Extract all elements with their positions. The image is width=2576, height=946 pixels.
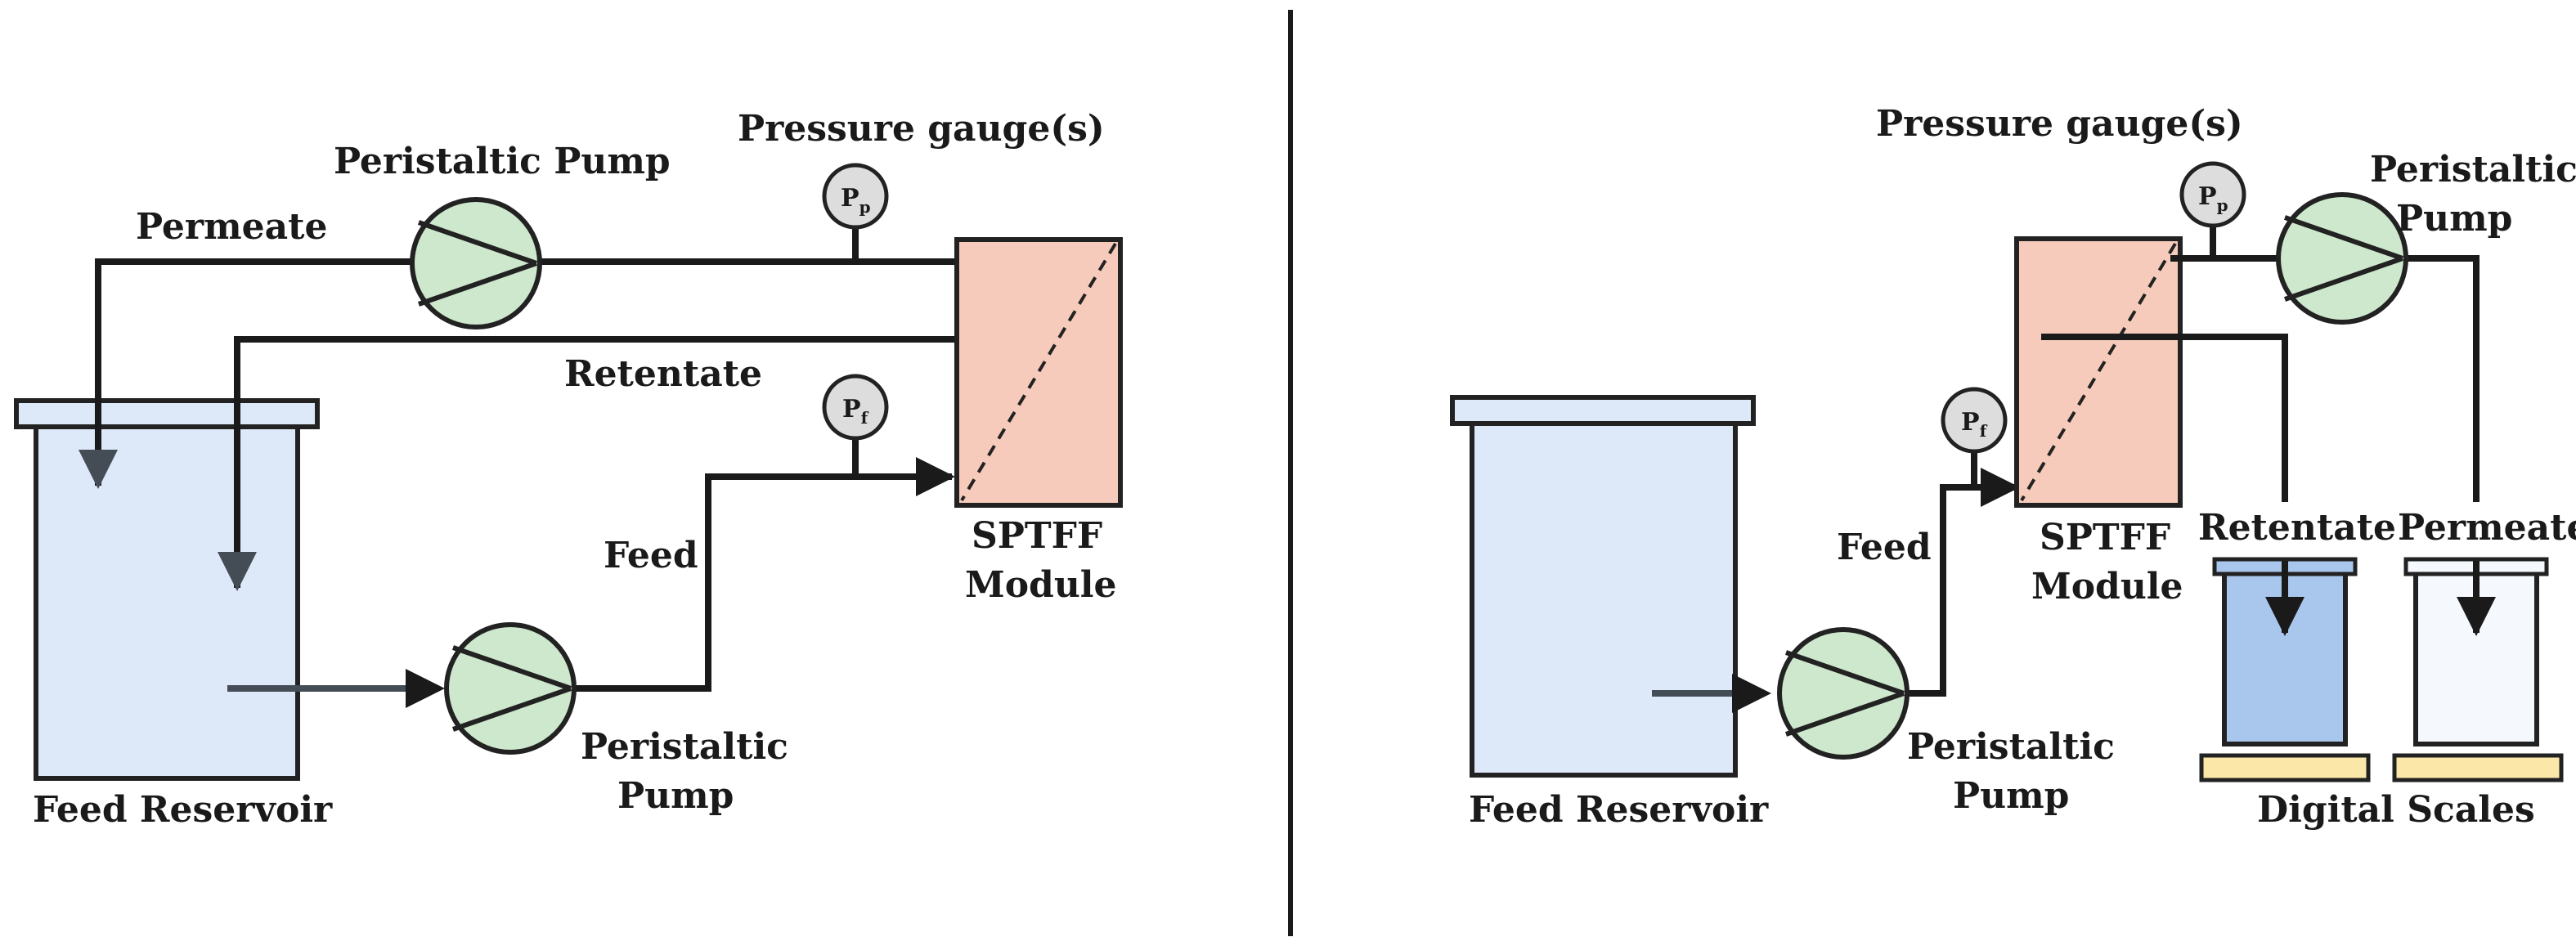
right-permeate-label: Permeate bbox=[2398, 507, 2576, 549]
feed-reservoir-tank bbox=[14, 398, 320, 781]
right-peristaltic-pump-bottom bbox=[1777, 627, 1910, 760]
permeate-label: Permeate bbox=[136, 206, 327, 248]
right-retentate-label: Retentate bbox=[2198, 507, 2396, 549]
right-gauge-p-label: Pp bbox=[2198, 182, 2228, 215]
digital-scale-permeate bbox=[2392, 753, 2564, 782]
retentate-line bbox=[218, 336, 970, 591]
peristaltic-pump-bottom-label-2: Pump bbox=[617, 775, 734, 817]
permeate-return-line bbox=[79, 258, 415, 489]
gauge-f-label: Pf bbox=[842, 395, 869, 428]
gauge-p-label: Pp bbox=[841, 184, 871, 217]
right-sptff-module-label-2: Module bbox=[2031, 566, 2183, 608]
pressure-gauges-label: Pressure gauge(s) bbox=[738, 108, 1105, 150]
sptff-module-label-1: SPTFF bbox=[972, 515, 1102, 557]
feed-line bbox=[569, 457, 955, 692]
right-feed-label: Feed bbox=[1837, 527, 1932, 568]
peristaltic-pump-top-label: Peristaltic Pump bbox=[334, 141, 671, 182]
right-panel: Feed Reservoir Peristaltic Pump SPTFF Mo… bbox=[1450, 103, 2576, 831]
feed-reservoir-label: Feed Reservoir bbox=[33, 789, 333, 831]
right-pressure-gauge-p: Pp bbox=[2179, 161, 2246, 228]
peristaltic-pump-top bbox=[410, 197, 542, 330]
right-peristaltic-pump-bottom-label-2: Pump bbox=[1953, 775, 2069, 817]
pressure-gauge-p: Pp bbox=[822, 163, 889, 230]
peristaltic-pump-bottom bbox=[444, 622, 577, 755]
right-peristaltic-pump-top-label-1: Peristaltic bbox=[2370, 149, 2576, 191]
right-pressure-gauge-f: Pf bbox=[1941, 387, 2008, 454]
pressure-gauge-f: Pf bbox=[822, 374, 889, 441]
right-feed-line bbox=[1902, 468, 2020, 697]
right-permeate-outlet-line bbox=[2401, 255, 2480, 502]
right-sptff-module bbox=[2014, 236, 2183, 508]
digital-scale-retentate bbox=[2199, 753, 2371, 782]
left-panel: Feed Reservoir Peristaltic Pump Peristal… bbox=[14, 108, 1123, 831]
right-feed-reservoir-label: Feed Reservoir bbox=[1469, 789, 1769, 831]
sptff-module-label-2: Module bbox=[965, 564, 1117, 606]
retentate-label: Retentate bbox=[564, 353, 762, 395]
right-peristaltic-pump-top bbox=[2276, 192, 2408, 325]
right-feed-reservoir-tank bbox=[1450, 395, 1756, 778]
digital-scales-label: Digital Scales bbox=[2257, 789, 2535, 831]
right-peristaltic-pump-top-label-2: Pump bbox=[2396, 198, 2512, 240]
feed-label: Feed bbox=[604, 535, 698, 576]
right-sptff-module-label-1: SPTFF bbox=[2040, 517, 2170, 558]
peristaltic-pump-bottom-label-1: Peristaltic bbox=[581, 726, 788, 768]
right-peristaltic-pump-bottom-label-1: Peristaltic bbox=[1907, 726, 2115, 768]
right-gauge-f-label: Pf bbox=[1961, 408, 1988, 441]
right-retentate-line bbox=[2041, 334, 2288, 502]
sptff-module bbox=[954, 237, 1123, 508]
right-pressure-gauges-label: Pressure gauge(s) bbox=[1876, 103, 2243, 145]
